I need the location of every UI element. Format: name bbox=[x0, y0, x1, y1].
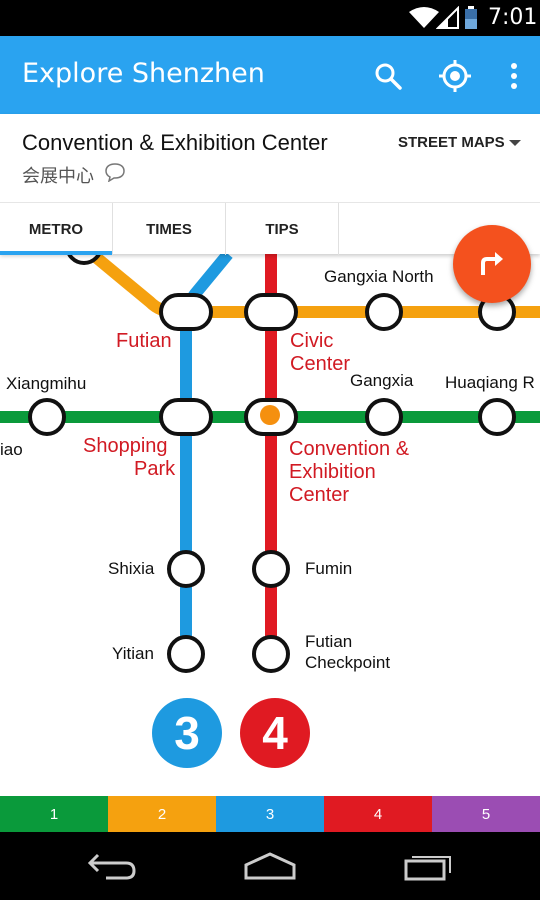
label-shopping-park-1: Shopping bbox=[83, 435, 168, 457]
metro-map-lines bbox=[0, 254, 540, 673]
station-marker bbox=[66, 254, 102, 265]
label-partial-station: iao bbox=[0, 440, 23, 459]
speech-bubble-icon[interactable] bbox=[104, 162, 126, 182]
back-button[interactable] bbox=[82, 846, 142, 886]
station-title: Convention & Exhibition Center bbox=[22, 130, 328, 155]
current-station-dot bbox=[260, 405, 280, 425]
station-shixia bbox=[167, 550, 205, 588]
app-title: Explore Shenzhen bbox=[22, 58, 265, 89]
label-futian: Futian bbox=[116, 330, 172, 352]
line-5-selector[interactable]: 5 bbox=[432, 796, 540, 832]
station-futian bbox=[159, 293, 213, 331]
directions-fab[interactable] bbox=[453, 225, 531, 303]
system-nav-bar bbox=[0, 832, 540, 900]
label-shixia: Shixia bbox=[108, 559, 155, 578]
home-icon bbox=[244, 852, 296, 880]
chevron-down-icon bbox=[508, 140, 521, 147]
wifi-icon bbox=[409, 7, 439, 28]
label-convention-2: Exhibition bbox=[289, 461, 376, 483]
clock: 7:01 bbox=[488, 5, 538, 30]
status-bar: 7:01 bbox=[0, 0, 540, 36]
tab-metro[interactable]: METRO bbox=[0, 203, 113, 255]
line-2-selector[interactable]: 2 bbox=[108, 796, 216, 832]
station-yitian bbox=[167, 635, 205, 673]
battery-icon bbox=[465, 6, 477, 29]
street-maps-dropdown[interactable]: STREET MAPS bbox=[398, 134, 521, 151]
label-xiangmihu: Xiangmihu bbox=[6, 374, 87, 393]
recent-apps-button[interactable] bbox=[398, 846, 458, 886]
label-civic-center-1: Civic bbox=[290, 330, 334, 352]
label-gangxia: Gangxia bbox=[350, 371, 414, 390]
tab-bar: METRO TIMES TIPS bbox=[0, 202, 540, 255]
station-futian-checkpoint bbox=[252, 635, 290, 673]
metro-map[interactable]: Gangxia North Futian Civic Center Xiangm… bbox=[0, 254, 540, 794]
station-shopping-park bbox=[159, 398, 213, 436]
label-shopping-park-2: Park bbox=[134, 458, 176, 480]
line-4-badge[interactable]: 4 bbox=[240, 698, 310, 768]
my-location-button[interactable] bbox=[435, 56, 475, 96]
directions-icon bbox=[481, 252, 503, 275]
label-civic-center-2: Center bbox=[290, 353, 351, 375]
overflow-menu-button[interactable] bbox=[494, 56, 534, 96]
line-1-selector[interactable]: 1 bbox=[0, 796, 108, 832]
overflow-menu-icon bbox=[511, 63, 517, 89]
line-4-selector[interactable]: 4 bbox=[324, 796, 432, 832]
line-3-selector[interactable]: 3 bbox=[216, 796, 324, 832]
tab-tips[interactable]: TIPS bbox=[226, 203, 339, 255]
label-convention-1: Convention & bbox=[289, 438, 410, 460]
station-gangxia bbox=[365, 398, 403, 436]
label-convention-3: Center bbox=[289, 484, 350, 506]
label-futian-checkpoint-2: Checkpoint bbox=[305, 653, 391, 672]
recent-apps-icon bbox=[404, 856, 451, 881]
station-huaqiang-road bbox=[478, 398, 516, 436]
search-icon bbox=[375, 63, 402, 90]
line-selector-strip: 1 2 3 4 5 bbox=[0, 796, 540, 832]
signal-icon bbox=[436, 6, 459, 29]
station-gangxia-north bbox=[365, 293, 403, 331]
station-xiangmihu bbox=[28, 398, 66, 436]
search-button[interactable] bbox=[368, 56, 408, 96]
back-icon bbox=[87, 853, 136, 880]
tab-times[interactable]: TIMES bbox=[113, 203, 226, 255]
label-futian-checkpoint-1: Futian bbox=[305, 632, 353, 651]
my-location-icon bbox=[439, 60, 471, 92]
street-maps-label: STREET MAPS bbox=[398, 134, 505, 151]
station-header-card: Convention & Exhibition Center STREET MA… bbox=[0, 114, 540, 255]
home-button[interactable] bbox=[240, 846, 300, 886]
label-fumin: Fumin bbox=[305, 559, 353, 578]
app-bar: Explore Shenzhen bbox=[0, 36, 540, 114]
station-fumin bbox=[252, 550, 290, 588]
label-huaqiang-road: Huaqiang R bbox=[445, 373, 535, 392]
label-gangxia-north: Gangxia North bbox=[324, 267, 434, 286]
station-civic-center bbox=[244, 293, 298, 331]
line-3-badge[interactable]: 3 bbox=[152, 698, 222, 768]
label-yitian: Yitian bbox=[112, 644, 154, 663]
station-chinese-name: 会展中心 bbox=[22, 166, 94, 187]
